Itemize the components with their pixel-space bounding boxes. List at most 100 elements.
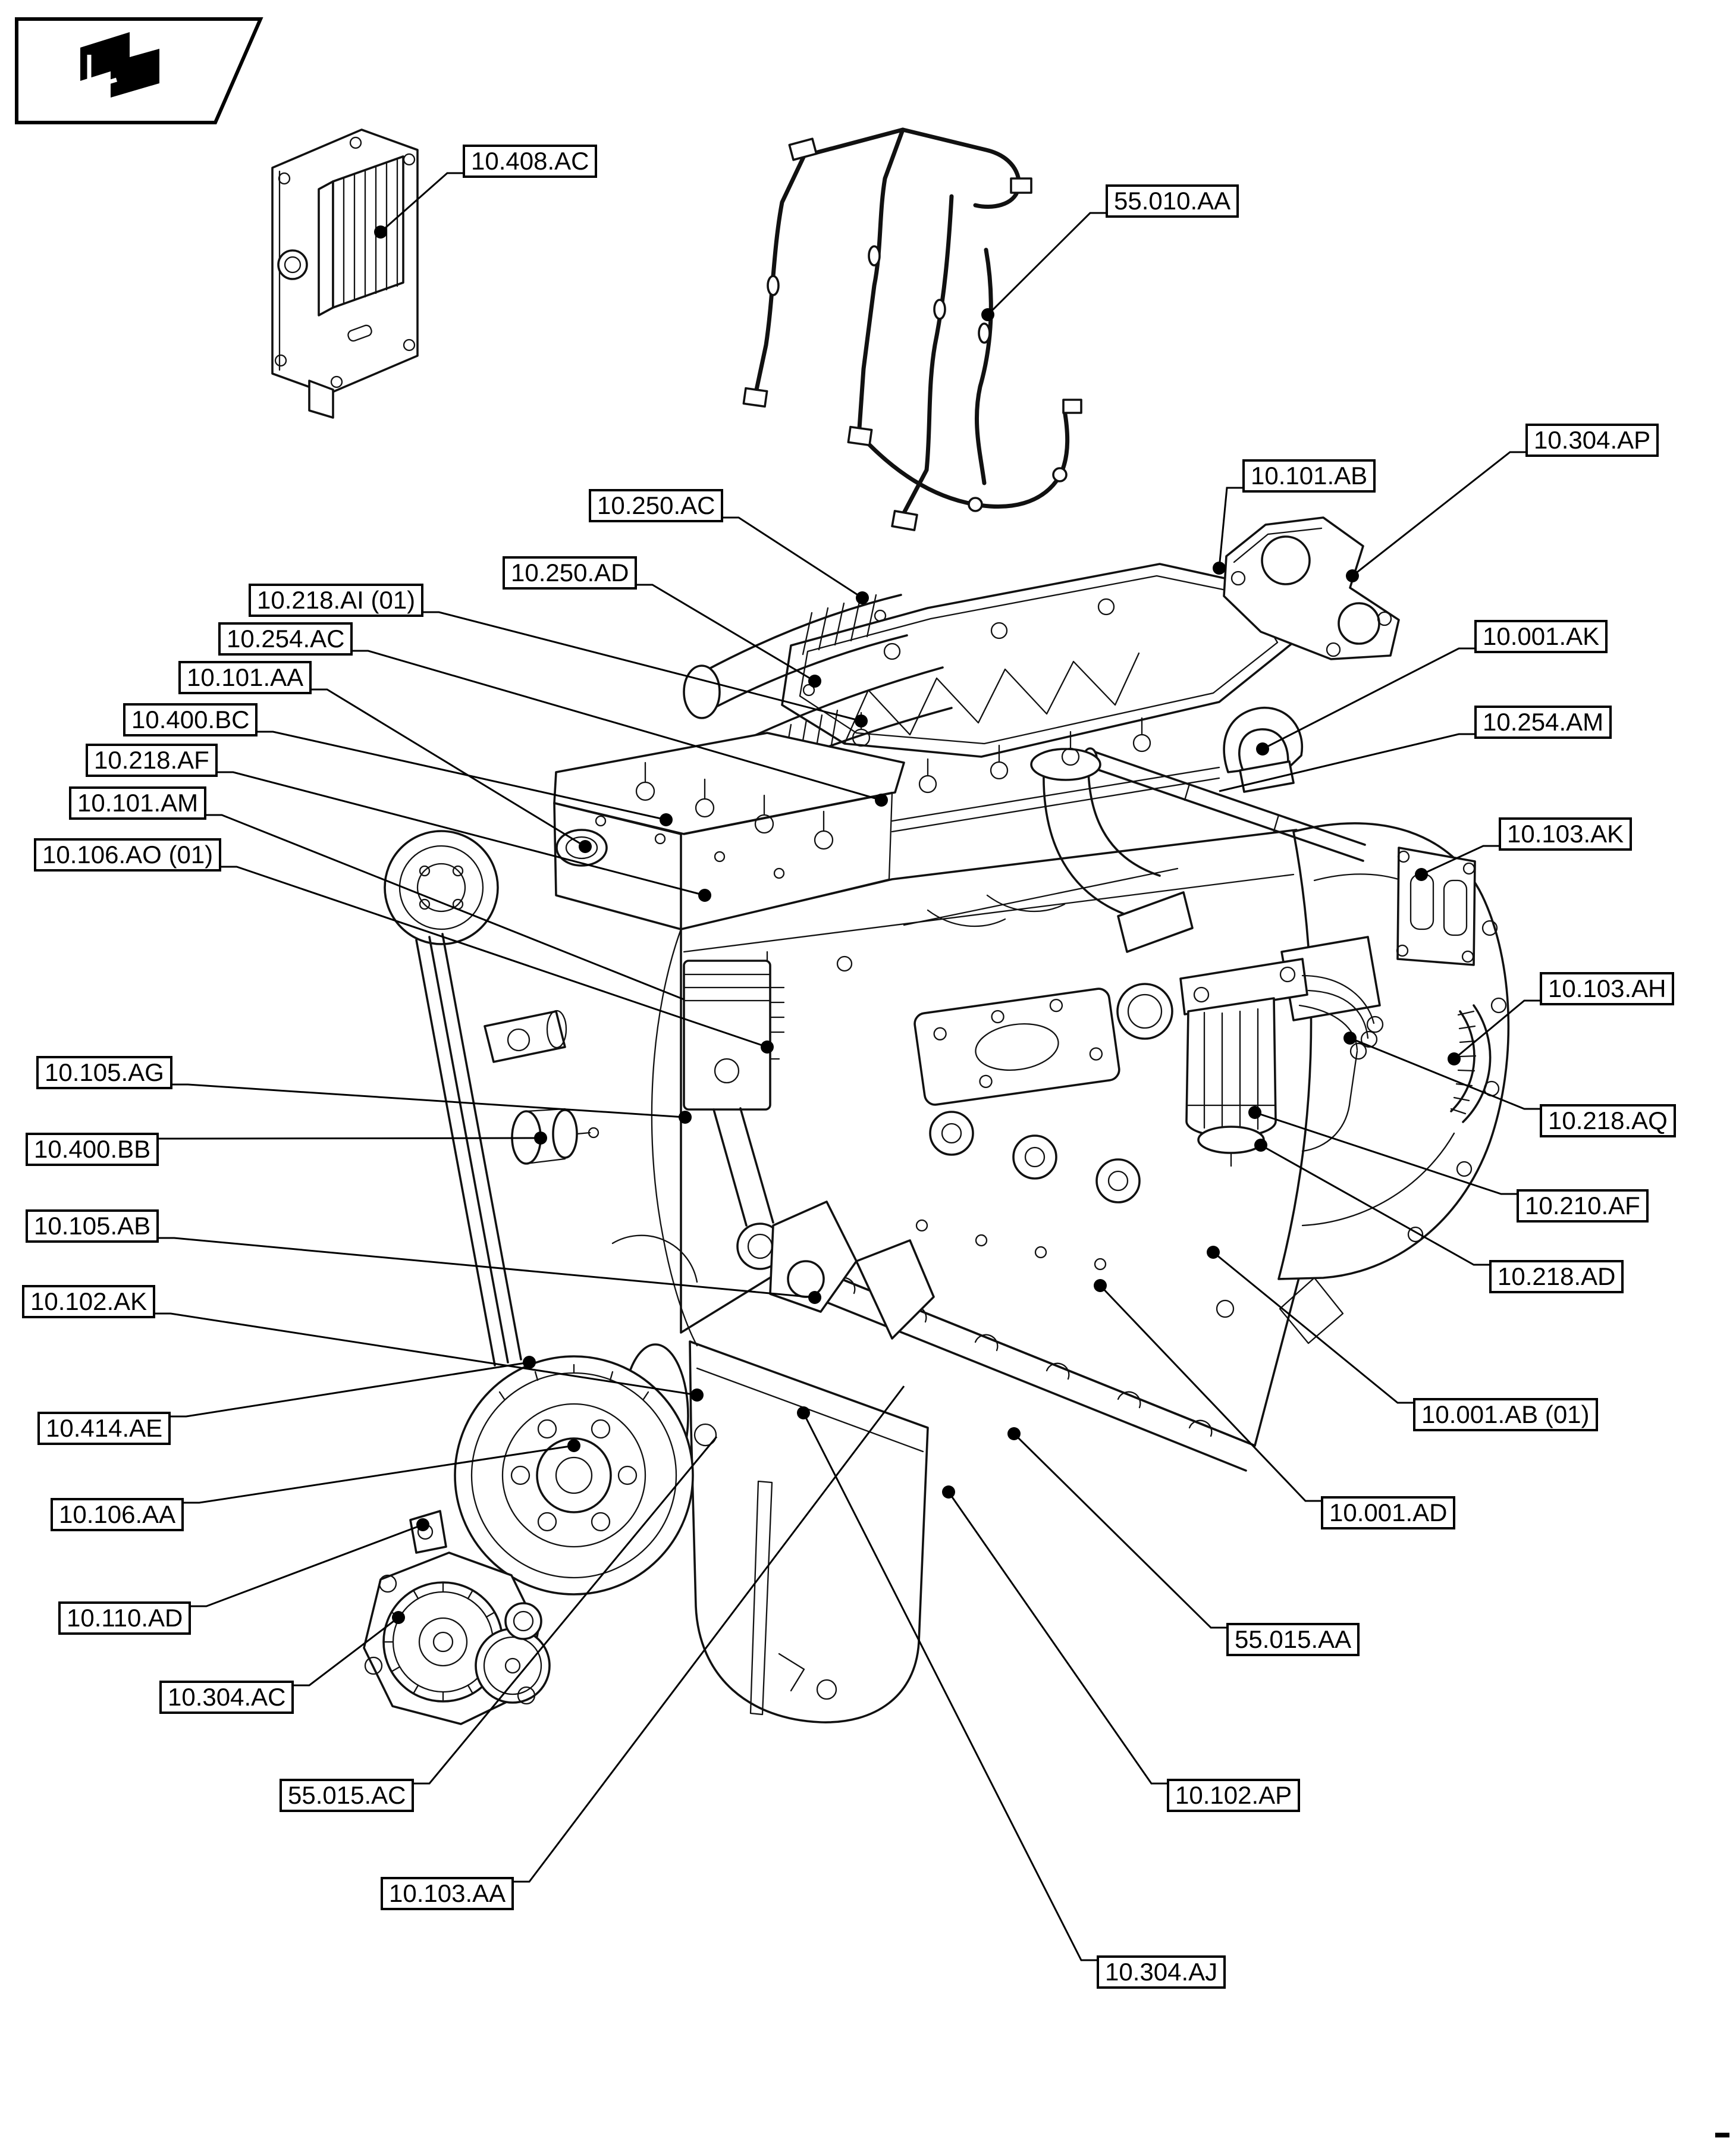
callout-55-015-ac[interactable]: 55.015.AC (280, 1779, 415, 1812)
leader-dot (761, 1040, 774, 1054)
ring-gear (1450, 1004, 1492, 1123)
leader-55-015-aa (1013, 1433, 1226, 1629)
callout-55-010-aa[interactable]: 55.010.AA (1106, 184, 1239, 218)
engine-mount-bobbin (511, 1108, 599, 1165)
leader-dot (660, 813, 673, 826)
leader-dot (1346, 569, 1359, 582)
piston (683, 960, 771, 1111)
callout-10-250-ac[interactable]: 10.250.AC (589, 489, 724, 522)
callout-10-218-ai-01-[interactable]: 10.218.AI (01) (249, 584, 424, 617)
callout-10-414-ae[interactable]: 10.414.AE (37, 1412, 171, 1445)
leader-10-218-ad (1260, 1144, 1489, 1266)
leader-dot (392, 1611, 405, 1624)
flywheel-housing (1277, 822, 1510, 1344)
callout-10-103-ah[interactable]: 10.103.AH (1540, 972, 1675, 1005)
callout-10-106-ao-01-[interactable]: 10.106.AO (01) (34, 838, 222, 872)
callout-10-250-ad[interactable]: 10.250.AD (503, 556, 638, 590)
callout-10-304-ap[interactable]: 10.304.AP (1525, 424, 1659, 457)
leader-10-103-aa (514, 1386, 905, 1883)
leader-dot (1448, 1052, 1461, 1065)
fuel-filter (1179, 936, 1381, 1167)
leader-10-102-ap (947, 1491, 1167, 1785)
leader-dot (1256, 742, 1269, 756)
oil-pump (363, 1510, 551, 1725)
leader-dot (981, 308, 994, 321)
leader-10-110-ad (191, 1524, 423, 1607)
leader-10-254-am (1219, 733, 1474, 792)
callout-10-110-ad[interactable]: 10.110.AD (58, 1601, 192, 1635)
leader-dot (1007, 1427, 1021, 1440)
callout-10-304-aj[interactable]: 10.304.AJ (1097, 1955, 1226, 1989)
callout-10-101-am[interactable]: 10.101.AM (69, 786, 207, 820)
leader-10-105-ab (159, 1237, 815, 1299)
front-cover-edge (651, 928, 698, 1347)
leader-10-001-ad (1099, 1284, 1321, 1502)
leader-10-102-ak (155, 1312, 698, 1396)
leader-10-304-ac (294, 1616, 399, 1687)
callout-10-101-ab[interactable]: 10.101.AB (1242, 459, 1376, 493)
back-arrow-icon (80, 32, 159, 98)
leader-dot (1254, 1139, 1267, 1152)
leader-dot (567, 1439, 580, 1452)
leader-10-408-ac (380, 172, 463, 233)
wiring-harness (742, 127, 1082, 531)
callout-55-015-aa[interactable]: 55.015.AA (1226, 1623, 1360, 1656)
leader-dot (1213, 562, 1226, 575)
callout-10-105-ag[interactable]: 10.105.AG (36, 1056, 172, 1089)
piston-and-crank (683, 960, 935, 1340)
fan-pulley (384, 830, 499, 945)
callout-10-254-ac[interactable]: 10.254.AC (218, 622, 353, 656)
leader-dot (374, 225, 387, 239)
leader-lines (155, 172, 1540, 1961)
callout-10-218-ad[interactable]: 10.218.AD (1489, 1260, 1624, 1293)
callout-10-001-ad[interactable]: 10.001.AD (1321, 1496, 1456, 1529)
leader-10-106-aa (184, 1444, 575, 1504)
injector-clamps (595, 761, 834, 879)
leader-10-001-ab-01- (1213, 1251, 1413, 1404)
callout-10-001-ab-01-[interactable]: 10.001.AB (01) (1413, 1398, 1598, 1431)
connecting-rod (712, 1107, 774, 1227)
leader-dot (579, 840, 592, 853)
leader-10-218-ai-01- (423, 611, 862, 722)
leader-55-010-aa (987, 212, 1106, 316)
callout-10-304-ac[interactable]: 10.304.AC (159, 1681, 294, 1714)
leader-10-103-ah (1454, 999, 1540, 1060)
leader-dot (1343, 1032, 1357, 1045)
callout-10-105-ab[interactable]: 10.105.AB (26, 1209, 159, 1243)
callout-10-102-ap[interactable]: 10.102.AP (1167, 1779, 1301, 1812)
callout-10-218-aq[interactable]: 10.218.AQ (1540, 1104, 1676, 1137)
leader-10-218-af (218, 771, 705, 897)
leader-10-106-ao-01- (221, 866, 768, 1048)
leader-10-218-aq (1349, 1037, 1540, 1110)
leader-55-015-ac (414, 1436, 718, 1785)
leader-dot (1415, 868, 1428, 881)
fuel-injection-lines (1298, 974, 1384, 1152)
callout-10-102-ak[interactable]: 10.102.AK (22, 1285, 156, 1318)
engine-block (680, 829, 1332, 1472)
leader-dot (1248, 1106, 1261, 1119)
callout-10-101-aa[interactable]: 10.101.AA (178, 661, 312, 694)
callout-10-400-bc[interactable]: 10.400.BC (123, 703, 258, 736)
leader-dot (1094, 1279, 1107, 1292)
leader-dot (523, 1356, 536, 1369)
callout-10-103-aa[interactable]: 10.103.AA (381, 1877, 514, 1910)
back-arrow-highlight (87, 55, 118, 91)
leader-10-001-ak (1262, 647, 1474, 750)
callout-10-400-bb[interactable]: 10.400.BB (26, 1133, 159, 1166)
leader-dot (1207, 1246, 1220, 1259)
leader-dot (690, 1388, 704, 1402)
callout-10-106-aa[interactable]: 10.106.AA (51, 1498, 184, 1531)
leader-dot (797, 1406, 810, 1419)
callout-10-408-ac[interactable]: 10.408.AC (463, 145, 598, 178)
callout-10-254-am[interactable]: 10.254.AM (1474, 706, 1612, 739)
leader-dot (855, 714, 868, 728)
leader-10-101-ab (1218, 487, 1242, 569)
callout-10-103-ak[interactable]: 10.103.AK (1499, 817, 1633, 851)
ecu-cooler-module (271, 128, 419, 419)
mounting-bracket-plate (1223, 516, 1400, 660)
callout-10-210-af[interactable]: 10.210.AF (1517, 1189, 1649, 1223)
callout-10-218-af[interactable]: 10.218.AF (86, 744, 218, 777)
nav-back-button[interactable] (0, 0, 297, 143)
callout-10-001-ak[interactable]: 10.001.AK (1474, 620, 1608, 653)
